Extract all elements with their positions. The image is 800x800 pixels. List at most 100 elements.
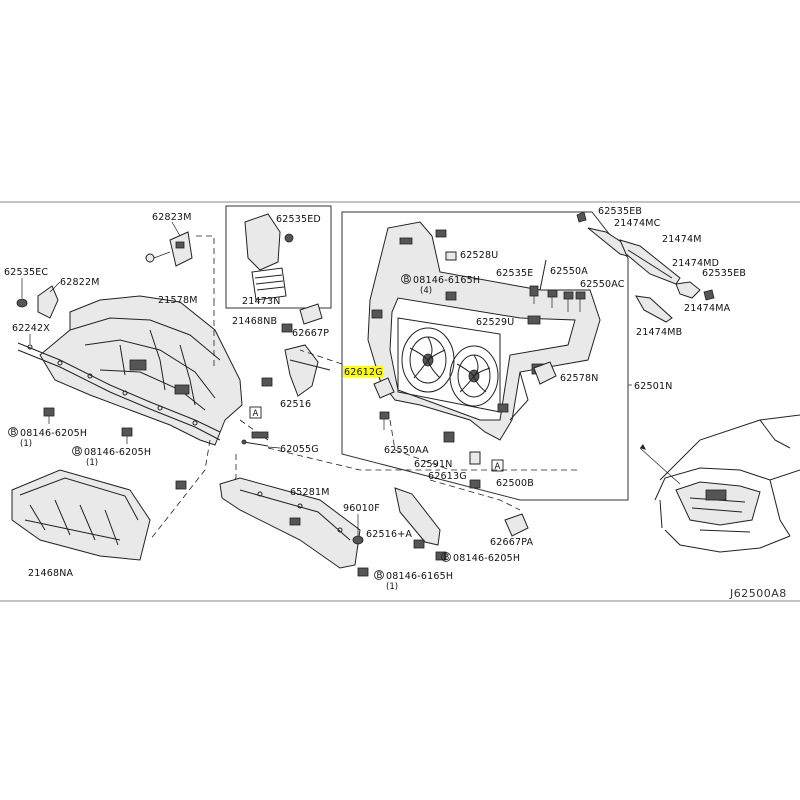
label-62516a: 62516+A — [366, 529, 412, 540]
label-21578m: 21578M — [158, 295, 198, 306]
bolt-62528u — [435, 229, 457, 261]
diagram-code: J62500A8 — [729, 587, 787, 600]
svg-text:B: B — [404, 275, 410, 285]
bolt-62550ac — [563, 291, 586, 312]
label-62550ac: 62550AC — [580, 279, 625, 290]
svg-text:(4): (4) — [420, 286, 432, 296]
pin-62055g — [241, 431, 269, 447]
svg-text:62612G: 62612G — [344, 367, 383, 378]
clip-62535eb-top — [576, 211, 587, 223]
leader — [267, 446, 281, 449]
dash-line — [239, 419, 269, 441]
label-62516: 62516 — [280, 399, 311, 410]
duct-21473n — [244, 213, 294, 301]
strip-21474mb — [635, 295, 673, 323]
label-21473n: 21473N — [242, 296, 281, 307]
bracket-62612g — [373, 377, 395, 399]
label-21474m: 21474M — [662, 234, 702, 245]
label-62535eb-top: 62535EB — [598, 206, 642, 217]
plug-96010f — [352, 535, 364, 545]
undercover-21578m — [39, 295, 243, 446]
svg-text:(1): (1) — [386, 582, 398, 592]
panel-65281m — [219, 477, 361, 569]
dash-line — [267, 447, 440, 471]
dash-line — [149, 439, 211, 541]
label-62822m: 62822M — [60, 277, 100, 288]
core-support-62501n — [367, 221, 601, 441]
label-62535ed: 62535ED — [276, 214, 321, 225]
label-62550aa: 62550AA — [384, 445, 429, 456]
label-96010f: 96010F — [343, 503, 380, 514]
svg-text:08146-6165H: 08146-6165H — [386, 571, 453, 582]
detail-box-21468nb — [225, 205, 332, 309]
bolt-08146-6165h-top — [445, 291, 457, 301]
label-08146-6205h-c: B 08146-6205H — [441, 552, 520, 564]
dash-line — [389, 419, 580, 471]
vehicle-front-illustration — [639, 414, 800, 553]
svg-text:08146-6205H: 08146-6205H — [20, 428, 87, 439]
label-21474ma: 21474MA — [684, 303, 731, 314]
label-62535e: 62535E — [496, 268, 533, 279]
label-62529u: 62529U — [476, 317, 514, 328]
label-65281m: 65281M — [290, 487, 330, 498]
label-62612g-highlighted: 62612G — [343, 366, 383, 378]
label-62591n: 62591N — [414, 459, 453, 470]
label-62667pa: 62667PA — [490, 537, 534, 548]
svg-text:B: B — [444, 553, 450, 563]
label-08146-6165h-a: B 08146-6165H (4) — [401, 274, 480, 296]
label-62667p: 62667P — [292, 328, 329, 339]
label-62501n: 62501N — [634, 381, 673, 392]
label-21474md: 21474MD — [672, 258, 719, 269]
bracket-62822m — [37, 285, 59, 319]
svg-text:08146-6165H: 08146-6165H — [413, 275, 480, 286]
label-08146-6205h-b: B 08146-6205H (1) — [72, 446, 151, 468]
bolt-08146-6205h-left-a — [43, 407, 55, 424]
clip-62613g — [469, 451, 481, 465]
bolt-08146-6205h-left-b — [121, 427, 133, 444]
label-21468na: 21468NA — [28, 568, 74, 579]
clip-62535ec — [16, 298, 28, 308]
reference-a-left: A — [249, 406, 262, 419]
bracket-62516 — [261, 344, 331, 397]
clip-62667p — [281, 303, 323, 333]
strip-21474m — [619, 239, 681, 285]
label-62242x: 62242X — [12, 323, 50, 334]
label-62535eb: 62535EB — [702, 268, 746, 279]
clip-62667pa — [504, 513, 529, 537]
label-62550a: 62550A — [550, 266, 588, 277]
label-21474mb: 21474MB — [636, 327, 682, 338]
label-62613g: 62613G — [428, 471, 467, 482]
leader — [49, 281, 61, 293]
bolt-62535e — [529, 285, 539, 304]
bolt-62550a — [547, 289, 558, 308]
label-62528u: 62528U — [460, 250, 498, 261]
clip-62591n — [443, 431, 455, 443]
label-08146-6205h-a: B 08146-6205H (1) — [8, 427, 87, 449]
label-62823m: 62823M — [152, 212, 192, 223]
air-guide-21468na — [11, 469, 151, 561]
svg-text:(1): (1) — [86, 458, 98, 468]
detail-box-62501n — [341, 211, 629, 501]
svg-text:(1): (1) — [20, 439, 32, 449]
clip-62529u — [527, 315, 541, 325]
bolt-62550aa — [379, 411, 390, 430]
dash-line — [429, 479, 521, 511]
svg-text:B: B — [377, 571, 383, 581]
svg-text:08146-6205H: 08146-6205H — [453, 553, 520, 564]
strip-21474md — [675, 281, 701, 299]
label-62578n: 62578N — [560, 373, 599, 384]
bracket-62578n — [533, 361, 557, 385]
bracket-62823m — [145, 231, 193, 267]
clip-62535eb — [703, 289, 715, 301]
svg-text:A: A — [495, 462, 501, 472]
bolt-62500b — [469, 479, 481, 489]
reinforcement-bar-62242x — [17, 342, 221, 441]
bolt-08146-6165h-lower — [357, 567, 369, 577]
label-62055g: 62055G — [280, 444, 319, 455]
label-62535ec: 62535EC — [4, 267, 48, 278]
leader — [171, 221, 181, 237]
reference-a-right: A — [491, 459, 504, 472]
label-21468nb: 21468NB — [232, 316, 277, 327]
